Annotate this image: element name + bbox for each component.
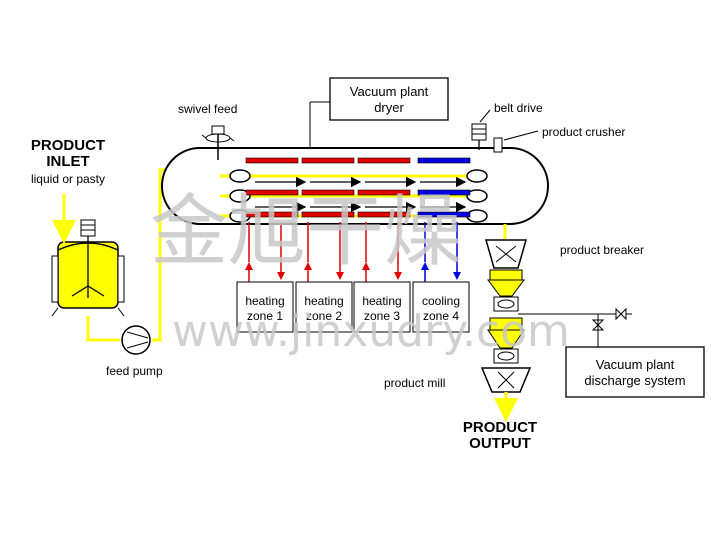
zone-arrow-up-1 <box>245 262 253 270</box>
plate-4-3 <box>417 211 471 218</box>
zone-label-2-line2: zone 2 <box>306 309 342 323</box>
plate-2-1 <box>301 157 355 164</box>
discharge-label-1: Vacuum plant <box>596 357 675 372</box>
watermark-chinese: 金旭干燥 <box>150 187 462 277</box>
belt-drive-icon <box>471 123 487 150</box>
dryer-title-box <box>329 77 449 121</box>
plate-3-3 <box>357 211 411 218</box>
zone-label-3-line2: zone 3 <box>364 309 400 323</box>
feed-tank <box>51 219 125 317</box>
product-mill-label: product mill <box>384 376 445 390</box>
heating-cooling-plates <box>245 157 471 218</box>
zone-arrow-up-4 <box>421 262 429 270</box>
discharge-valves <box>591 307 632 347</box>
plate-2-2 <box>301 189 355 196</box>
plate-1-3 <box>245 211 299 218</box>
feed-pump-icon <box>121 325 151 355</box>
zone-label-1-line2: zone 1 <box>247 309 283 323</box>
product-breaker-label: product breaker <box>560 243 644 257</box>
inlet-subtitle: liquid or pasty <box>31 172 105 186</box>
belt-drive-label: belt drive <box>494 101 543 115</box>
inlet-title: PRODUCT <box>31 137 105 154</box>
product-crusher-label: product crusher <box>542 125 625 139</box>
zone-arrow-down-2 <box>336 272 344 280</box>
discharge-label-2: discharge system <box>584 373 685 388</box>
zone-arrow-down-1 <box>277 272 285 280</box>
plate-4-2 <box>417 189 471 196</box>
zone-arrow-up-2 <box>304 262 312 270</box>
leader-lines <box>309 101 539 148</box>
zone-label-4-line1: cooling <box>422 294 460 308</box>
plate-1-1 <box>245 157 299 164</box>
dryer-title-2: dryer <box>374 100 404 115</box>
output-title-2: OUTPUT <box>469 435 531 452</box>
zone-arrow-down-3 <box>394 272 402 280</box>
swivel-feed-label: swivel feed <box>178 102 237 116</box>
inlet-title-2: INLET <box>46 153 89 170</box>
zone-box-2 <box>295 281 353 333</box>
plate-4-1 <box>417 157 471 164</box>
dryer-vessel <box>161 147 549 225</box>
discharge-column <box>480 224 616 422</box>
zone-label-2-line1: heating <box>304 294 343 308</box>
product-crusher-icon <box>493 137 503 153</box>
output-title-1: PRODUCT <box>463 419 537 436</box>
plate-3-2 <box>357 189 411 196</box>
zone-arrow-up-3 <box>362 262 370 270</box>
discharge-system-box <box>565 346 705 398</box>
zone-label-4-line2: zone 4 <box>423 309 459 323</box>
feed-pump-label: feed pump <box>106 364 163 378</box>
zone-box-3 <box>353 281 411 333</box>
swivel-feed-icon <box>201 125 235 160</box>
zone-box-4 <box>412 281 470 333</box>
dryer-title-1: Vacuum plant <box>350 84 429 99</box>
plate-2-3 <box>301 211 355 218</box>
plate-1-2 <box>245 189 299 196</box>
zone-box-1 <box>236 281 294 333</box>
plate-3-1 <box>357 157 411 164</box>
zone-arrow-down-4 <box>453 272 461 280</box>
watermark-url: www.jinxudry.com <box>172 306 570 357</box>
zone-label-1-line1: heating <box>245 294 284 308</box>
zone-label-3-line1: heating <box>362 294 401 308</box>
